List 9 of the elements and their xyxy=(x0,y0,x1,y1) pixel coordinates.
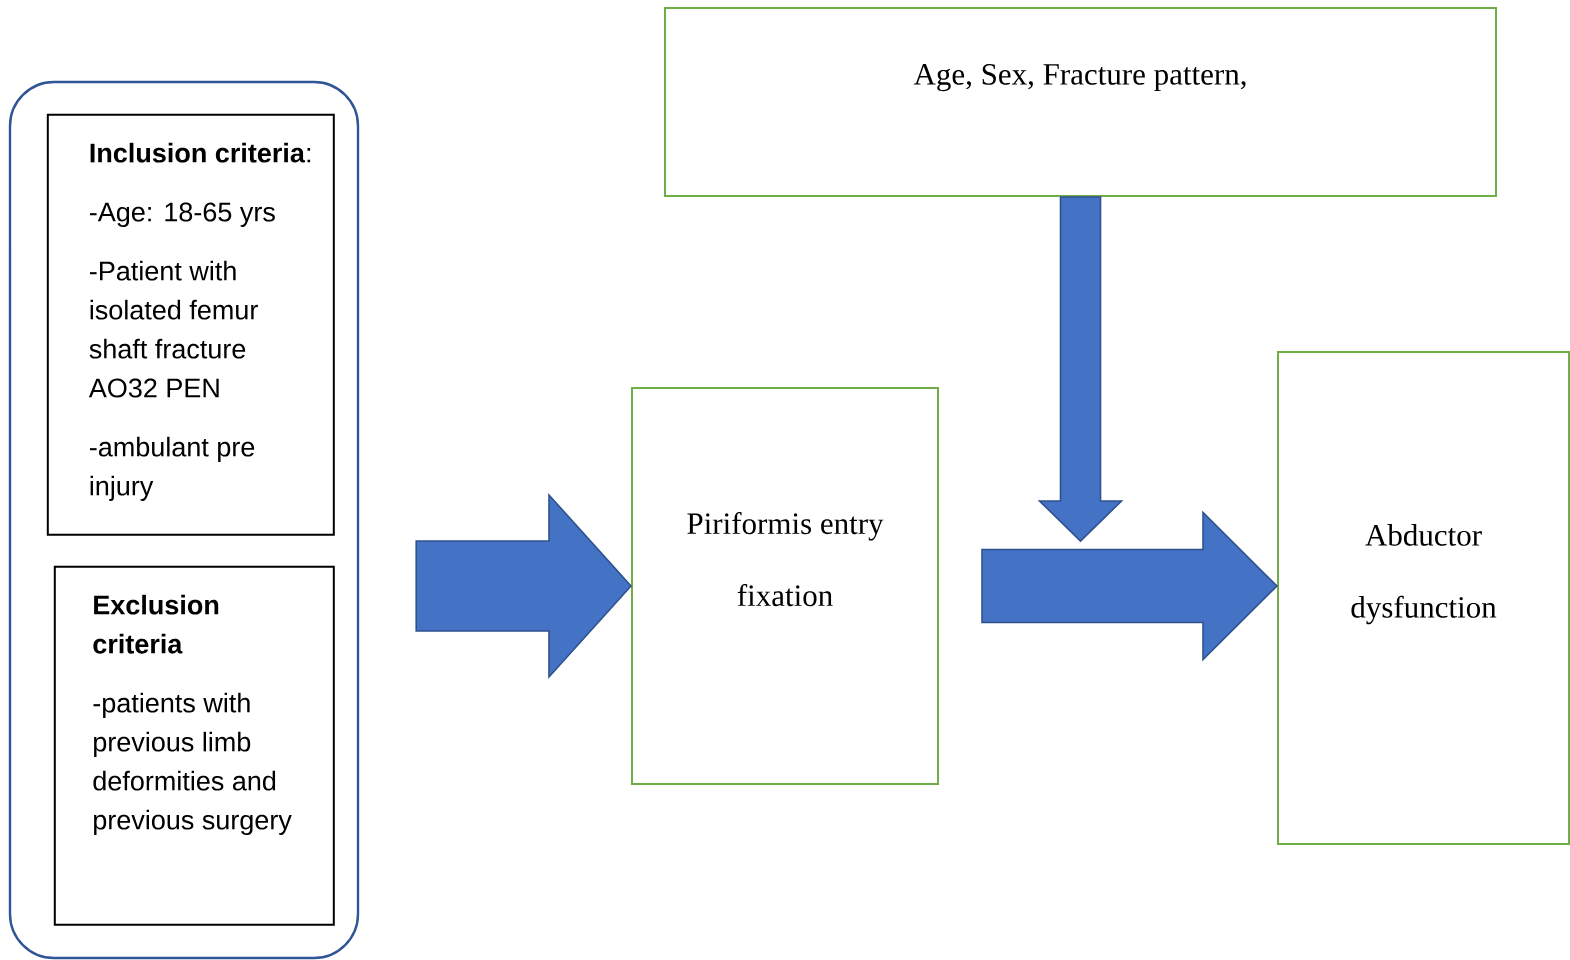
criteria-box: Exclusion criteria -patients with previous limb deformities and previous surgery xyxy=(53,565,335,926)
criteria-box: Inclusion criteria: -Age: 18-65 yrs -Patient with isolated femur shaft fracture AO32 PEN -ambulant pre injury xyxy=(46,113,335,536)
block-arrow xyxy=(415,492,633,680)
block-arrow xyxy=(1037,196,1124,543)
process-box: Age, Sex, Fracture pattern, xyxy=(664,7,1497,197)
process-box: Abductor dysfunction xyxy=(1277,351,1570,845)
rounded-panel xyxy=(8,80,360,960)
block-arrow xyxy=(981,510,1279,662)
process-box: Piriformis entry fixation xyxy=(631,387,939,785)
